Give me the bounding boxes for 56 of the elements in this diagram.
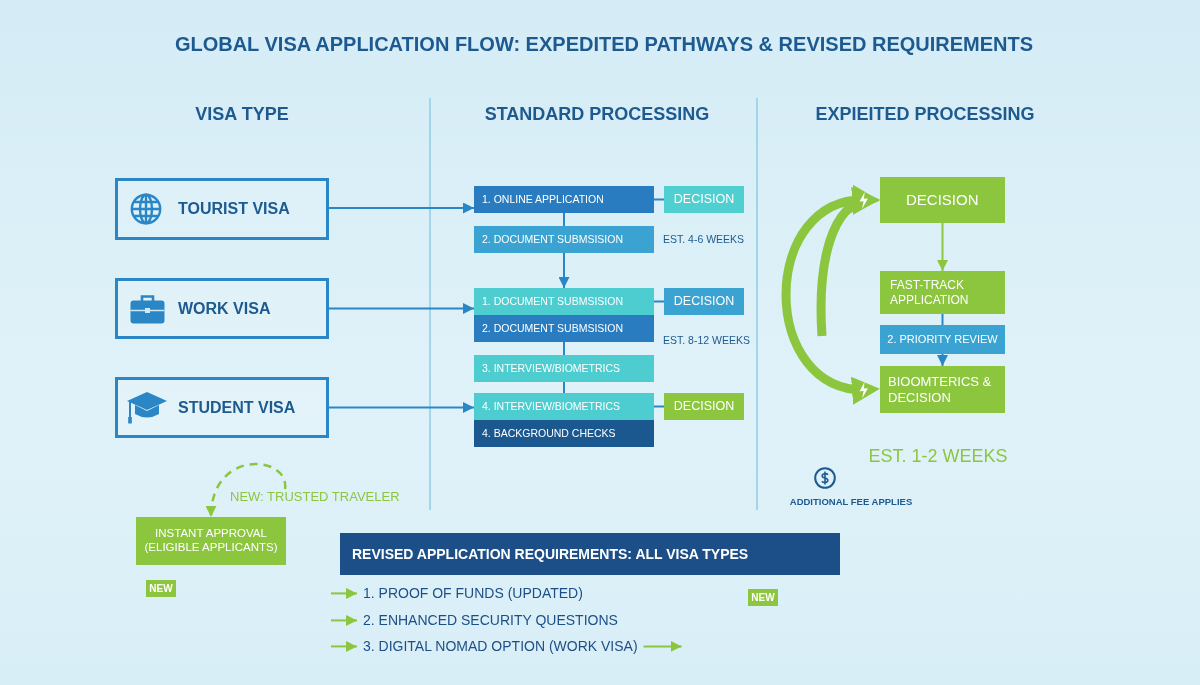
arrow bbox=[330, 614, 358, 626]
visa-type-label: STUDENT VISA bbox=[178, 397, 296, 418]
visa-type-box bbox=[115, 377, 329, 438]
curved-arrow bbox=[781, 187, 880, 402]
arrow bbox=[330, 587, 358, 599]
arrow bbox=[328, 303, 475, 314]
process-step-box: 2. PRIORITY REVIEW bbox=[880, 325, 1005, 354]
connector-line bbox=[941, 313, 944, 326]
process-step-box: 3. INTERVIEW/BIOMETRICS bbox=[474, 355, 654, 382]
process-step-box: 4. BACKGROUND CHECKS bbox=[474, 420, 654, 447]
arrow bbox=[328, 402, 475, 413]
arrow bbox=[937, 353, 948, 367]
curved-arrow bbox=[816, 189, 880, 337]
decision-box: DECISION bbox=[664, 288, 744, 315]
process-step-box: 2. DOCUMENT SUBMSISION bbox=[474, 226, 654, 253]
arrow bbox=[937, 222, 948, 272]
new-badge: NEW bbox=[146, 580, 176, 597]
duration-text: EST. 8-12 WEEKS bbox=[663, 334, 750, 347]
process-step-box: 1. DOCUMENT SUBMSISION bbox=[474, 288, 654, 315]
process-step-box: BIOOMTERICS & DECISION bbox=[880, 366, 1005, 413]
visa-type-box bbox=[115, 278, 329, 339]
approval-box: INSTANT APPROVAL (ELIGIBLE APPLICANTS) bbox=[136, 517, 286, 565]
process-step-box: 2. DOCUMENT SUBMSISION bbox=[474, 315, 654, 342]
visa-type-box bbox=[115, 178, 329, 240]
connector-line bbox=[653, 198, 665, 201]
process-step-box: FAST-TRACK APPLICATION bbox=[880, 271, 1005, 314]
connector-line bbox=[653, 300, 665, 303]
column-header: EXPIEITED PROCESSING bbox=[815, 104, 1035, 126]
visa-type-label: WORK VISA bbox=[178, 298, 271, 319]
requirement-item: 3. DIGITAL NOMAD OPTION (WORK VISA) bbox=[357, 638, 644, 655]
arrow bbox=[328, 202, 475, 214]
connector-line bbox=[563, 341, 565, 356]
duration-text: EST. 4-6 WEEKS bbox=[663, 233, 745, 246]
arrow bbox=[642, 640, 683, 652]
fee-note: ADDITIONAL FEE APPLIES bbox=[789, 496, 913, 508]
arrow bbox=[330, 640, 358, 652]
decision-box: DECISION bbox=[664, 393, 744, 420]
process-step-box: 1. ONLINE APPLICATION bbox=[474, 186, 654, 213]
dashed-arrow bbox=[206, 462, 287, 518]
duration-text: EST. 1-2 WEEKS bbox=[868, 446, 1008, 468]
process-step-box: 4. INTERVIEW/BIOMETRICS bbox=[474, 393, 654, 420]
connector-line bbox=[653, 405, 665, 408]
requirement-item: 1. PROOF OF FUNDS (UPDATED) bbox=[357, 585, 589, 602]
note-text: NEW: TRUSTED TRAVELER bbox=[224, 489, 406, 505]
visa-type-label: TOURIST VISA bbox=[178, 199, 290, 219]
diagram-title: GLOBAL VISA APPLICATION FLOW: EXPEDITED PATHWAYS & REVISED REQUIREMENTS bbox=[174, 32, 1034, 56]
arrow bbox=[558, 252, 570, 289]
connector-line bbox=[563, 381, 565, 394]
new-badge: NEW bbox=[748, 589, 778, 606]
requirement-item: 2. ENHANCED SECURITY QUESTIONS bbox=[357, 612, 624, 629]
column-header: VISA TYPE bbox=[195, 104, 289, 126]
column-header: STANDARD PROCESSING bbox=[484, 104, 710, 126]
decision-box: DECISION bbox=[880, 177, 1005, 223]
connector-line bbox=[563, 212, 565, 227]
decision-box: DECISION bbox=[664, 186, 744, 213]
requirements-banner: REVISED APPLICATION REQUIREMENTS: ALL VISA TYPES bbox=[340, 533, 840, 575]
